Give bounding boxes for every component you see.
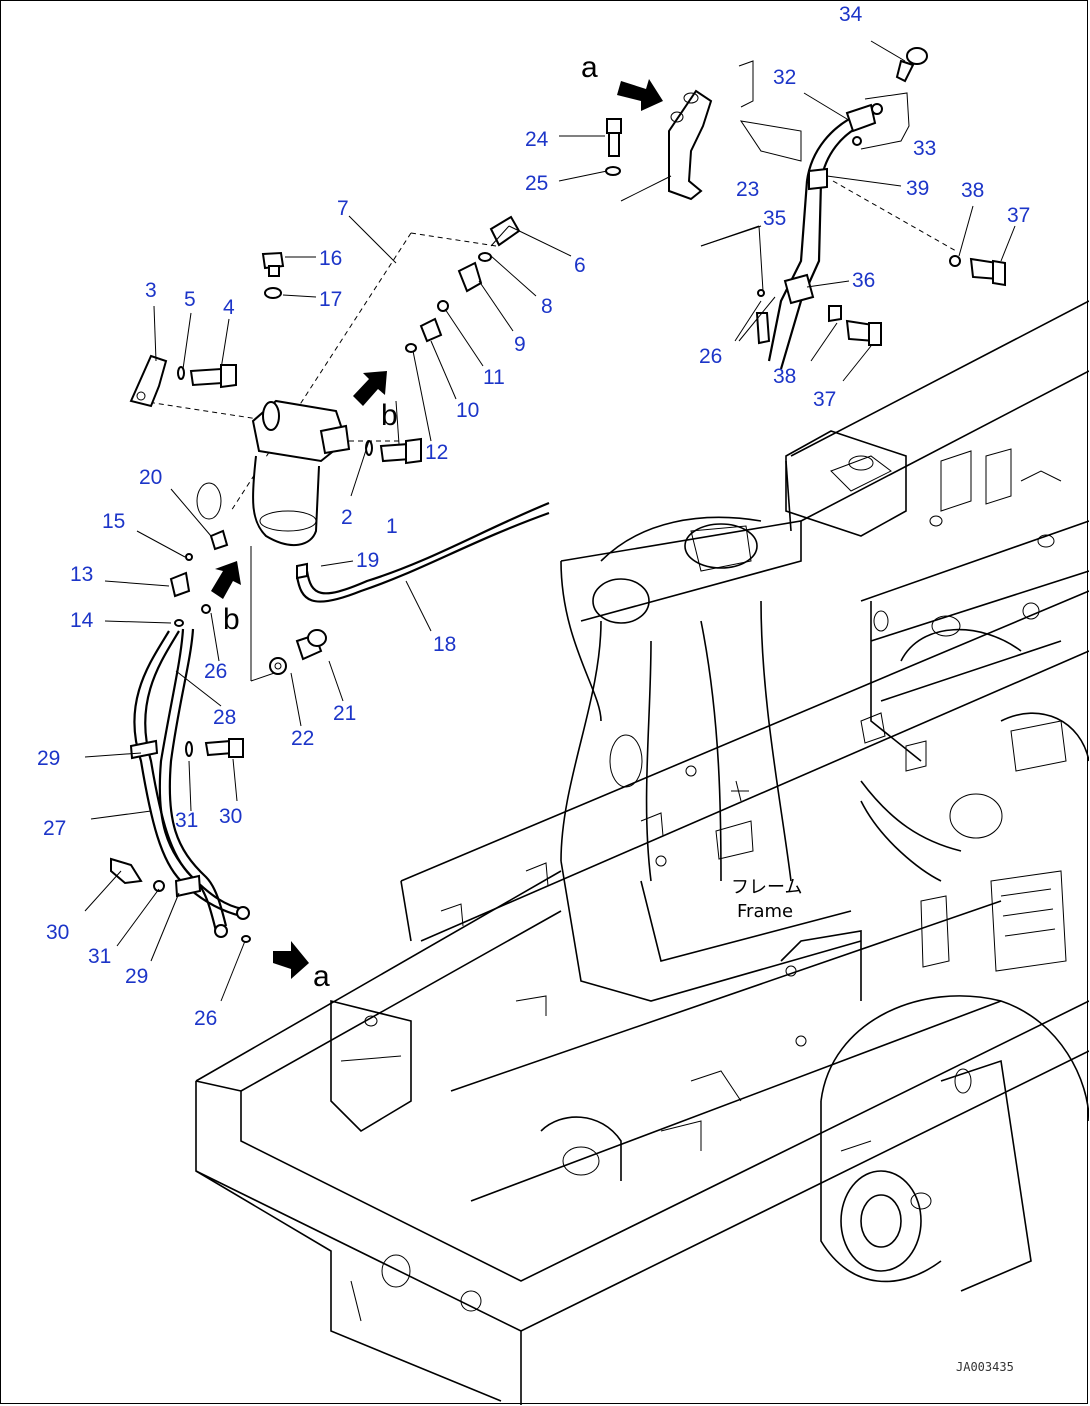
callout-20: 20 <box>139 466 162 489</box>
figure-code: JA003435 <box>956 1360 1014 1374</box>
callout-11: 11 <box>483 366 505 389</box>
callout-29-upper: 29 <box>37 747 60 770</box>
hose-assembly <box>110 628 251 943</box>
callout-3: 3 <box>145 279 157 302</box>
callout-18: 18 <box>433 633 456 656</box>
view-arrow-b-bottom <box>211 561 241 599</box>
frame-label-english: Frame <box>737 901 793 922</box>
view-arrow-b-top <box>353 371 387 406</box>
callout-31-upper: 31 <box>175 809 198 832</box>
view-letter-a-top: a <box>581 51 598 84</box>
callout-15: 15 <box>102 510 125 533</box>
callout-37-lower: 37 <box>813 388 836 411</box>
callout-4: 4 <box>223 296 235 319</box>
callout-12: 12 <box>425 441 448 464</box>
callout-22: 22 <box>291 727 314 750</box>
callout-37-upper: 37 <box>1007 204 1030 227</box>
callout-32: 32 <box>773 66 796 89</box>
callout-31-lower: 31 <box>88 945 111 968</box>
callout-23: 23 <box>736 178 759 201</box>
view-arrow-a-bottom <box>273 941 309 979</box>
leader-lines <box>84 40 1016 1002</box>
callout-34: 34 <box>839 3 863 26</box>
callout-28: 28 <box>213 706 236 729</box>
callout-36: 36 <box>852 269 875 292</box>
callout-26-bottom: 26 <box>194 1007 217 1030</box>
callout-33: 33 <box>913 137 936 160</box>
callout-25: 25 <box>525 172 548 195</box>
callout-21: 21 <box>333 702 356 725</box>
view-arrow-a-top <box>617 79 663 111</box>
callout-30-upper: 30 <box>219 805 242 828</box>
view-letter-b-top: b <box>381 399 398 432</box>
callout-8: 8 <box>541 295 553 318</box>
callout-1: 1 <box>386 515 398 538</box>
view-letter-b-bottom: b <box>223 603 240 636</box>
callout-24: 24 <box>525 128 549 151</box>
frame-label-japanese: フレーム <box>731 877 802 898</box>
view-arrows <box>211 79 663 979</box>
callout-26-right: 26 <box>699 345 722 368</box>
callout-10: 10 <box>456 399 479 422</box>
filter-assembly <box>129 215 550 682</box>
callout-38-lower: 38 <box>773 365 796 388</box>
callout-29-lower: 29 <box>125 965 148 988</box>
callout-27: 27 <box>43 817 66 840</box>
callout-6: 6 <box>574 254 586 277</box>
callout-2: 2 <box>341 506 353 529</box>
callout-5: 5 <box>184 288 196 311</box>
callout-39: 39 <box>906 177 929 200</box>
callout-19: 19 <box>356 549 379 572</box>
callout-30-lower: 30 <box>46 921 69 944</box>
view-letter-a-bottom: a <box>313 960 330 993</box>
callout-13: 13 <box>70 563 93 586</box>
callout-35: 35 <box>763 207 786 230</box>
callout-14: 14 <box>70 609 94 632</box>
callout-17: 17 <box>319 288 342 311</box>
pipe-assembly <box>605 47 1006 370</box>
callout-26-left: 26 <box>204 660 227 683</box>
callout-7: 7 <box>337 197 349 220</box>
callout-38-upper: 38 <box>961 179 984 202</box>
callout-16: 16 <box>319 247 342 270</box>
callout-9: 9 <box>514 333 526 356</box>
chassis-frame <box>195 300 1089 1405</box>
callout-labels: 1 2 3 4 5 6 7 8 9 10 11 12 13 14 15 16 1… <box>37 3 1030 1374</box>
